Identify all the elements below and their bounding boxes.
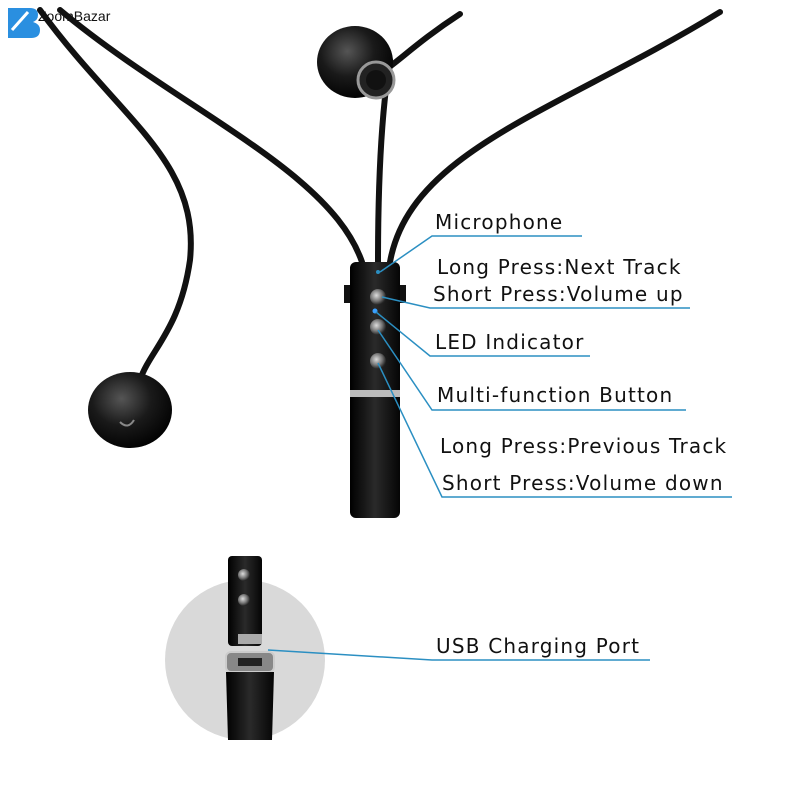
remote-control xyxy=(344,262,406,518)
multi-function-button xyxy=(370,319,386,335)
usb-port-inset xyxy=(165,556,325,740)
right-earbud xyxy=(317,26,396,100)
brand-name: ZoomBazar xyxy=(38,8,111,24)
label-next-track: Long Press:Next Track xyxy=(437,255,682,279)
label-usb-charging-port: USB Charging Port xyxy=(436,634,641,658)
label-volume-down: Short Press:Volume down xyxy=(442,471,724,495)
left-earbud xyxy=(88,372,172,448)
volume-up-button xyxy=(370,289,386,305)
brand-logo-icon xyxy=(8,8,40,38)
volume-down-button xyxy=(370,353,386,369)
label-volume-up: Short Press:Volume up xyxy=(433,282,684,306)
label-led-indicator: LED Indicator xyxy=(435,330,585,354)
label-microphone: Microphone xyxy=(435,210,564,234)
callout-lines xyxy=(267,235,732,661)
microphone-hole xyxy=(376,270,380,274)
label-previous-track: Long Press:Previous Track xyxy=(440,434,728,458)
label-multi-function-button: Multi-function Button xyxy=(437,383,674,407)
